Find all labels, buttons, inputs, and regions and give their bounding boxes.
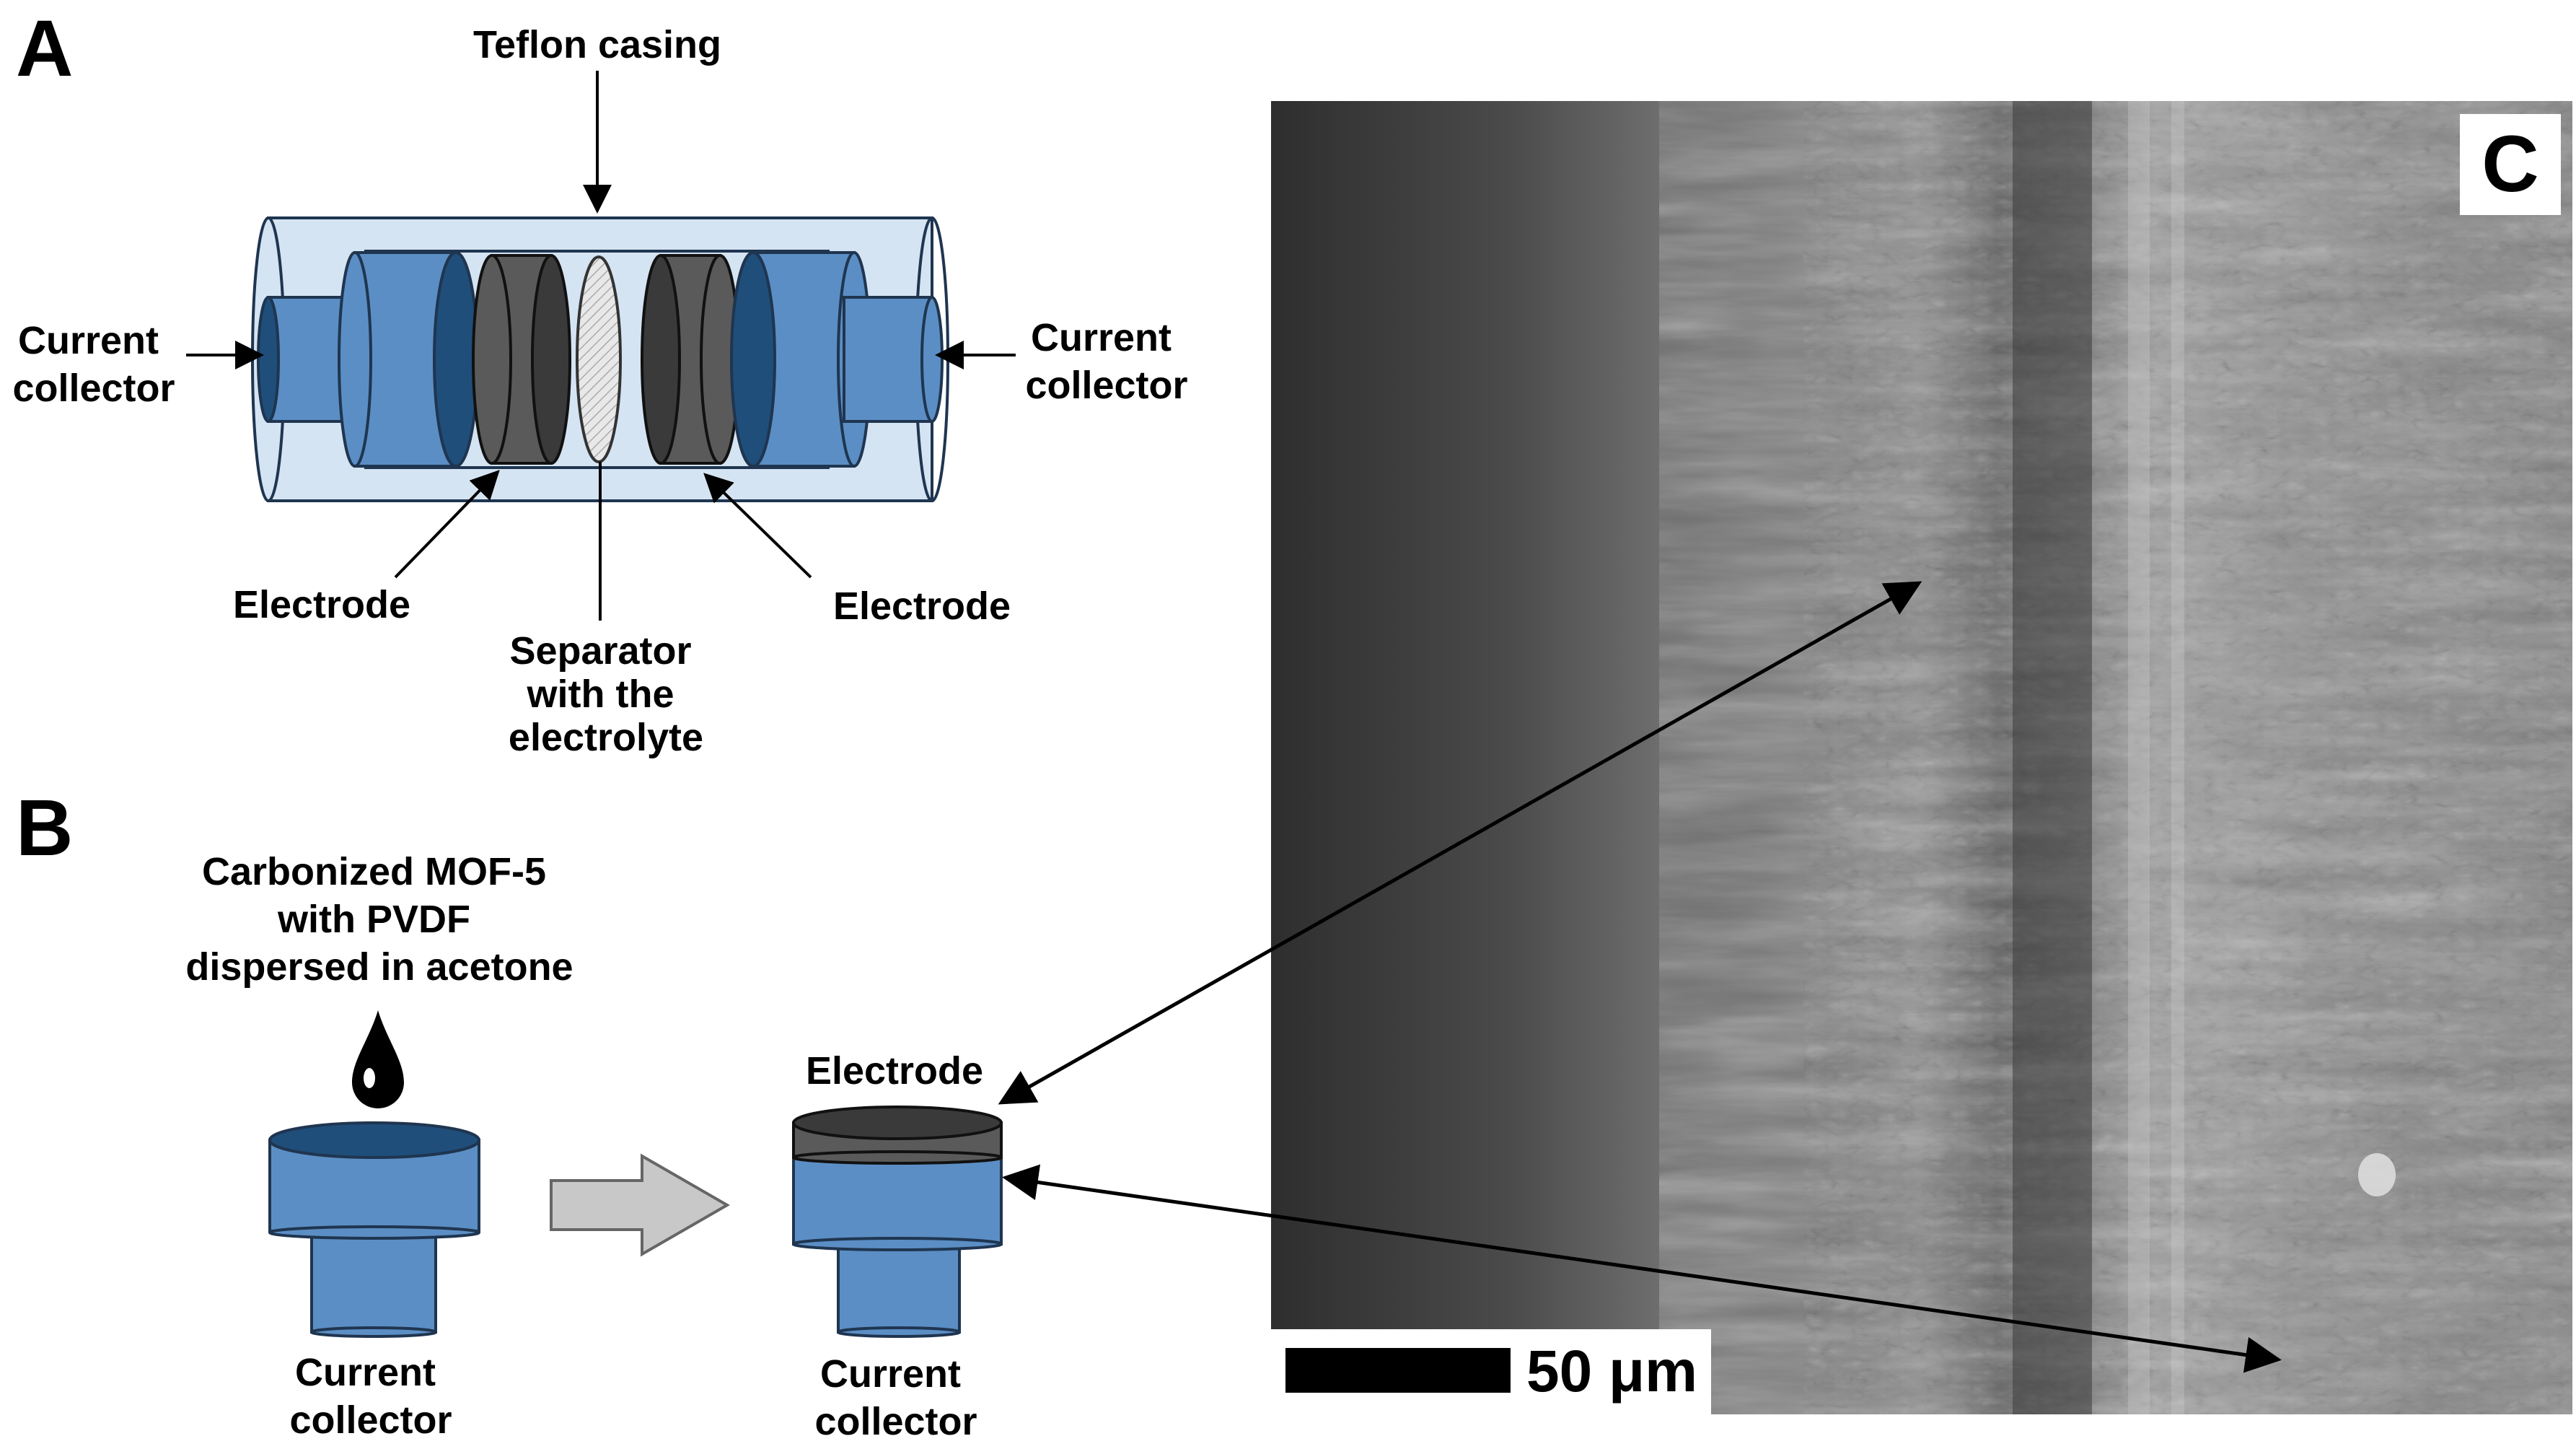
- separator-label: Separator with the electrolyte: [509, 629, 703, 759]
- droplet-highlight: [364, 1068, 375, 1088]
- left-collector-label: Current collector: [12, 319, 175, 410]
- process-arrow-icon: [550, 1153, 731, 1257]
- right-electrode-label: Electrode: [833, 585, 1011, 628]
- left-current-collector: [257, 251, 479, 468]
- panel-c-letter-box: [2460, 114, 2561, 215]
- sem-micrograph: [1271, 101, 2572, 1414]
- collector-uncoated: [268, 1121, 480, 1338]
- panel-a: A Teflon casing: [12, 4, 1187, 759]
- panel-b-letter: B: [16, 784, 73, 872]
- separator-disk: [576, 255, 622, 463]
- panel-c-letter: C: [2482, 120, 2538, 209]
- collector-to-sem-arrow: [1002, 1164, 2282, 1373]
- right-current-collector: [730, 251, 944, 468]
- right-electrode-disk: [641, 254, 740, 465]
- teflon-casing-label: Teflon casing: [473, 23, 721, 66]
- left-electrode-arrow: [394, 470, 500, 579]
- uncoated-collector-label: Current collector: [289, 1351, 452, 1442]
- coated-electrode-label: Electrode: [806, 1049, 983, 1093]
- slurry-label: Carbonized MOF-5 with PVDF dispersed in …: [185, 850, 573, 989]
- coated-collector-label: Current collector: [814, 1352, 977, 1443]
- right-collector-label: Current collector: [1025, 316, 1187, 407]
- electrode-to-sem-arrow: [998, 581, 1922, 1105]
- electrode-coating: [792, 1106, 1003, 1165]
- right-electrode-arrow: [703, 473, 812, 579]
- panel-b: B Carbonized MOF-5 with PVDF dispersed i…: [16, 784, 1003, 1443]
- scale-bar: [1285, 1348, 1511, 1393]
- collector-coated: [792, 1153, 1003, 1338]
- left-electrode-disk: [472, 254, 571, 465]
- panel-a-letter: A: [16, 4, 73, 93]
- droplet-icon: [352, 1010, 404, 1108]
- left-electrode-label: Electrode: [233, 583, 410, 626]
- scale-bar-label: 50 μm: [1526, 1339, 1697, 1404]
- panel-c: C 50 μm: [1271, 101, 2572, 1414]
